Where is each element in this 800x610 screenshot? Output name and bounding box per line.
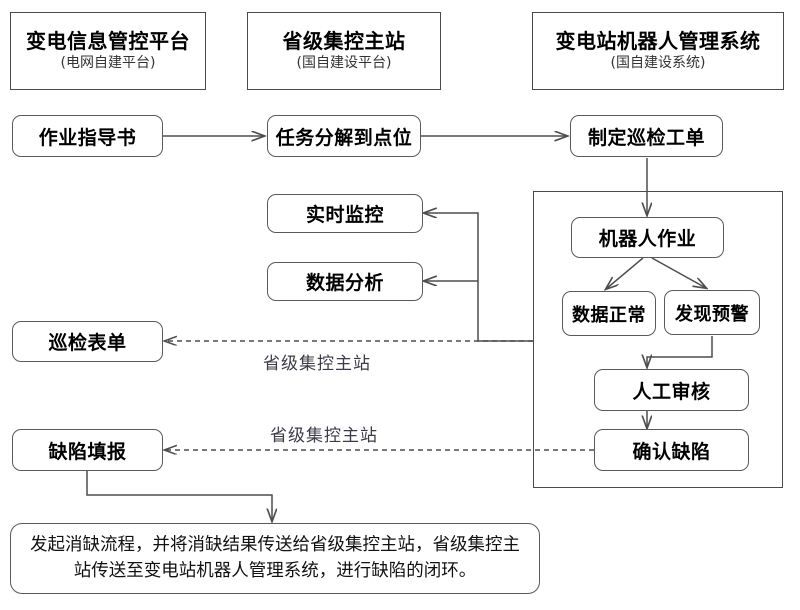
header-platform-subtitle: (电网自建平台) [60,55,156,72]
header-robot-system-title: 变电站机器人管理系统 [555,28,761,53]
header-province-subtitle: (国自建设平台) [296,55,392,72]
edge-label-province-lower: 省级集控主站 [270,426,378,446]
node-confirm-defect-label: 确认缺陷 [632,440,711,463]
closure-note-box[interactable]: 发起消缺流程，并将消缺结果传送给省级集控主站，省级集控主站传送至变电站机器人管理… [10,523,540,594]
node-manual-review-label: 人工审核 [632,380,711,403]
node-realtime-monitor-label: 实时监控 [305,204,384,226]
node-task-decompose-label: 任务分解到点位 [275,126,413,149]
node-data-normal[interactable]: 数据正常 [562,291,656,336]
header-platform[interactable]: 变电信息管控平台 (电网自建平台) [10,12,206,90]
node-work-instruction[interactable]: 作业指导书 [12,115,163,157]
node-data-analysis-label: 数据分析 [305,272,384,294]
node-create-work-order-label: 制定巡检工单 [587,126,705,149]
node-realtime-monitor[interactable]: 实时监控 [267,194,423,233]
node-warning-found-label: 发现预警 [675,303,749,325]
node-manual-review[interactable]: 人工审核 [594,369,749,411]
node-data-normal-label: 数据正常 [572,304,646,326]
header-robot-system-subtitle: (国自建设系统) [610,55,706,72]
header-province-title: 省级集控主站 [282,28,406,53]
node-work-instruction-label: 作业指导书 [38,126,137,149]
node-data-analysis[interactable]: 数据分析 [267,262,423,301]
robot-system-panel [533,191,783,488]
edge-label-province-upper: 省级集控主站 [263,354,371,374]
node-inspection-form[interactable]: 巡检表单 [12,321,163,362]
header-platform-title: 变电信息管控平台 [26,28,190,53]
node-confirm-defect[interactable]: 确认缺陷 [594,429,749,471]
node-inspection-form-label: 巡检表单 [48,332,127,354]
node-defect-report-label: 缺陷填报 [48,440,127,463]
closure-note-text: 发起消缺流程，并将消缺结果传送给省级集控主站，省级集控主站传送至变电站机器人管理… [30,535,520,581]
edge-panel-to-monitor [424,213,533,342]
node-robot-operation[interactable]: 机器人作业 [571,217,724,258]
node-task-decompose[interactable]: 任务分解到点位 [267,115,421,157]
header-province[interactable]: 省级集控主站 (国自建设平台) [247,12,441,90]
header-robot-system[interactable]: 变电站机器人管理系统 (国自建设系统) [532,12,784,90]
node-defect-report[interactable]: 缺陷填报 [12,429,163,471]
edge-defect-to-note [86,471,272,521]
node-robot-operation-label: 机器人作业 [598,228,697,250]
node-warning-found[interactable]: 发现预警 [664,290,760,335]
node-create-work-order[interactable]: 制定巡检工单 [570,115,723,157]
